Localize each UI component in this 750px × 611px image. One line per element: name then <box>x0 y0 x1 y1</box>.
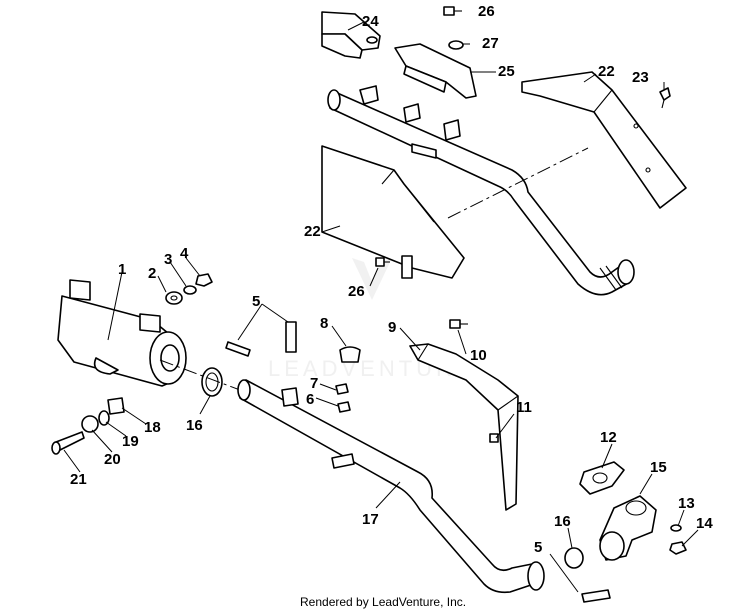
part-22-heat-shield-left[interactable] <box>321 145 465 279</box>
leader-lines <box>63 21 699 593</box>
part-23-screw[interactable] <box>659 87 671 109</box>
callout-19[interactable]: 19 <box>122 433 139 450</box>
callout-6[interactable]: 6 <box>306 391 314 408</box>
part-21-bolt[interactable] <box>51 431 85 455</box>
part-20-bushing[interactable] <box>81 415 99 433</box>
part-25-bracket[interactable] <box>394 43 477 99</box>
callout-5-upper[interactable]: 5 <box>252 293 260 310</box>
part-13-washer[interactable] <box>670 524 682 532</box>
callout-2[interactable]: 2 <box>148 265 156 282</box>
part-16-gasket-left[interactable] <box>201 367 223 397</box>
part-6-nut[interactable] <box>337 401 351 413</box>
callout-11[interactable]: 11 <box>516 399 532 416</box>
callout-17[interactable]: 17 <box>362 511 379 528</box>
part-4-nut[interactable] <box>195 273 213 287</box>
callout-15[interactable]: 15 <box>650 459 667 476</box>
callout-16-left[interactable]: 16 <box>186 417 203 434</box>
callout-24[interactable]: 24 <box>362 13 379 30</box>
part-10-bolt[interactable] <box>449 319 468 329</box>
callout-26-lower[interactable]: 26 <box>348 283 365 300</box>
part-27-washer[interactable] <box>448 40 464 50</box>
part-22-heat-shield-right[interactable] <box>521 71 687 209</box>
part-3-washer[interactable] <box>183 285 197 295</box>
part-15-elbow[interactable] <box>599 495 657 561</box>
callout-23[interactable]: 23 <box>632 69 649 86</box>
callout-1[interactable]: 1 <box>118 261 126 278</box>
callout-18[interactable]: 18 <box>144 419 161 436</box>
callout-10[interactable]: 10 <box>470 347 487 364</box>
callout-7[interactable]: 7 <box>310 375 318 392</box>
callout-12[interactable]: 12 <box>600 429 617 446</box>
callout-13[interactable]: 13 <box>678 495 695 512</box>
part-26-bolt-top[interactable] <box>443 6 462 16</box>
callout-9[interactable]: 9 <box>388 319 396 336</box>
callout-22-left[interactable]: 22 <box>304 223 321 240</box>
part-2-grommet[interactable] <box>165 291 183 305</box>
callout-8[interactable]: 8 <box>320 315 328 332</box>
callout-3[interactable]: 3 <box>164 251 172 268</box>
part-16-plug[interactable] <box>564 547 584 569</box>
part-12-gasket[interactable] <box>579 461 625 495</box>
part-8-stud[interactable] <box>339 346 361 363</box>
part-24-bracket[interactable] <box>321 11 381 59</box>
part-11-bolt[interactable] <box>489 433 499 443</box>
part-5-spring-lower[interactable] <box>581 589 611 603</box>
render-credit: Rendered by LeadVenture, Inc. <box>300 595 466 609</box>
callout-16-right[interactable]: 16 <box>554 513 571 530</box>
callout-21[interactable]: 21 <box>70 471 87 488</box>
part-9-heat-shield[interactable] <box>409 343 519 511</box>
part-18-spacer[interactable] <box>107 397 125 415</box>
callout-4[interactable]: 4 <box>180 245 189 262</box>
part-14-nut[interactable] <box>669 541 687 555</box>
part-26-bolt-lower[interactable] <box>375 257 390 267</box>
part-17-exhaust-pipe[interactable] <box>237 379 545 594</box>
callout-5-lower[interactable]: 5 <box>534 539 542 556</box>
part-1-muffler[interactable] <box>57 279 187 387</box>
part-19-o-ring[interactable] <box>98 410 110 426</box>
callout-labels: 1 2 3 4 5 6 7 8 9 10 11 12 13 14 15 16 1… <box>70 3 713 556</box>
alignment-line-upper <box>447 147 589 219</box>
upper-exhaust-pipe[interactable] <box>327 85 635 296</box>
callout-20[interactable]: 20 <box>104 451 121 468</box>
part-5-spring-upper[interactable] <box>225 321 297 357</box>
part-7-nut[interactable] <box>335 383 349 395</box>
callout-26-upper[interactable]: 26 <box>478 3 495 20</box>
callout-14[interactable]: 14 <box>696 515 713 532</box>
callout-27[interactable]: 27 <box>482 35 499 52</box>
callout-25[interactable]: 25 <box>498 63 515 80</box>
callout-22-right[interactable]: 22 <box>598 63 615 80</box>
